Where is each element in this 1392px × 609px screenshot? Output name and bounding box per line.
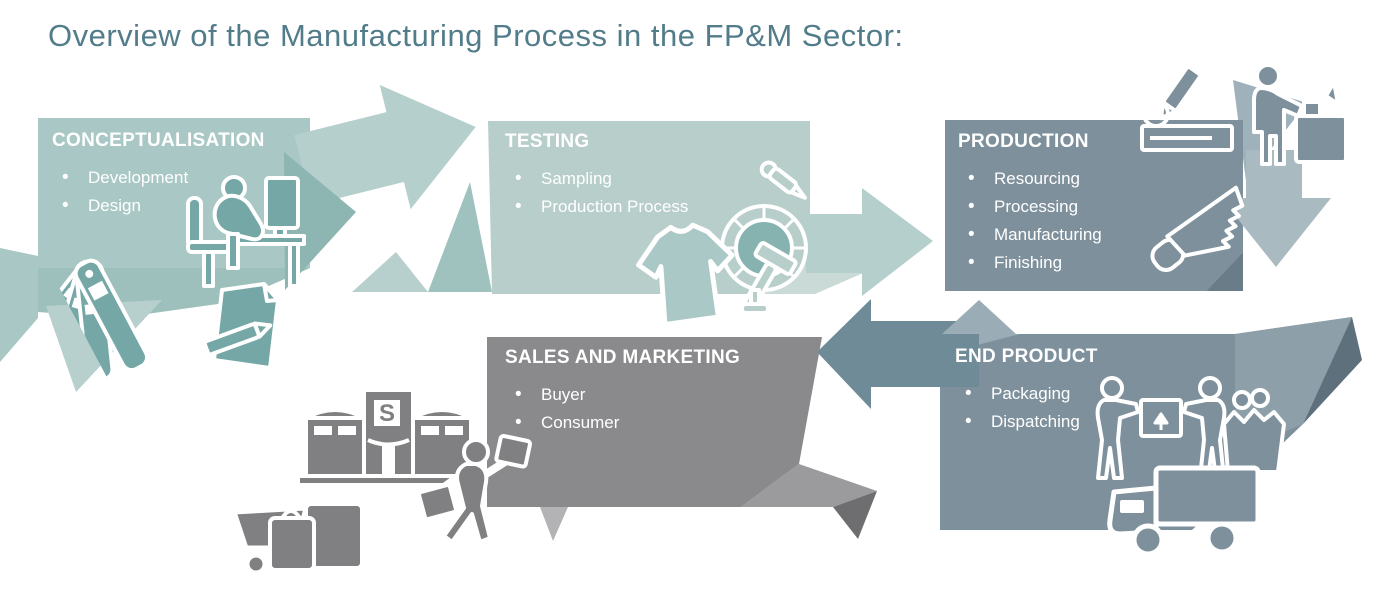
arrow-conceptualisation-to-testing: [294, 84, 476, 210]
production-heading: PRODUCTION: [958, 131, 1089, 152]
arrow-endproduct-to-sales: [817, 299, 979, 409]
list-item: Consumer: [505, 409, 805, 437]
production-text-block: PRODUCTION Resourcing Processing Manufac…: [958, 131, 1198, 277]
delivery-truck-icon: [1107, 465, 1261, 557]
hammer-nail-icon: [740, 241, 798, 315]
sales-panel-fold-right: [741, 464, 877, 507]
diagram-title: Overview of the Manufacturing Process in…: [48, 18, 904, 53]
list-item: Production Process: [505, 193, 765, 221]
pencil-document-icon: [202, 282, 280, 370]
testing-text-block: TESTING Sampling Production Process: [505, 131, 765, 221]
sales-panel-fold-left: [540, 507, 568, 541]
testing-heading: TESTING: [505, 131, 590, 152]
list-item: Buyer: [505, 381, 805, 409]
fold-triangle-teal-2: [428, 182, 492, 292]
sales-panel-fold-dark: [833, 491, 877, 539]
list-item: Design: [52, 192, 302, 220]
sales-marketing-heading: SALES AND MARKETING: [505, 347, 741, 368]
end-product-heading: END PRODUCT: [955, 346, 1098, 367]
store-sign-letter: S: [379, 400, 395, 427]
conceptualisation-heading: CONCEPTUALISATION: [52, 130, 265, 151]
end-product-text-block: END PRODUCT Packaging Dispatching: [955, 346, 1195, 436]
arrow-fold-light: [942, 300, 1016, 334]
carpenter-machine-icon: [1252, 63, 1348, 166]
shopper-icon: [417, 433, 533, 544]
production-list: Resourcing Processing Manufacturing Fini…: [958, 165, 1198, 277]
list-item: Manufacturing: [958, 221, 1198, 249]
list-item: Development: [52, 164, 302, 192]
testing-list: Sampling Production Process: [505, 165, 765, 221]
store-icon: S: [296, 388, 481, 487]
conceptualisation-text-block: CONCEPTUALISATION Development Design: [52, 130, 302, 220]
list-item: Sampling: [505, 165, 765, 193]
wood-planer-icon: [1140, 66, 1234, 152]
list-item: Finishing: [958, 249, 1198, 277]
list-item: Dispatching: [955, 408, 1195, 436]
conceptualisation-panel-fold-left: [0, 248, 38, 362]
list-item: Processing: [958, 193, 1198, 221]
sales-marketing-list: Buyer Consumer: [505, 381, 805, 437]
tshirt-icon: [636, 222, 735, 328]
shopping-bags-icon: [268, 493, 364, 572]
conceptualisation-list: Development Design: [52, 164, 302, 220]
list-item: Resourcing: [958, 165, 1198, 193]
fold-triangle-teal-3: [352, 252, 428, 292]
list-item: Packaging: [955, 380, 1195, 408]
arrow-testing-to-production: [806, 188, 933, 296]
endproduct-panel-fold-dark: [1303, 317, 1362, 424]
production-panel-fold-dark: [1206, 252, 1243, 291]
arrow-production-to-endproduct: [1221, 150, 1331, 267]
fold-triangle-teal-1: [284, 152, 356, 290]
sales-marketing-text-block: SALES AND MARKETING Buyer Consumer: [505, 347, 805, 437]
end-product-list: Packaging Dispatching: [955, 380, 1195, 436]
